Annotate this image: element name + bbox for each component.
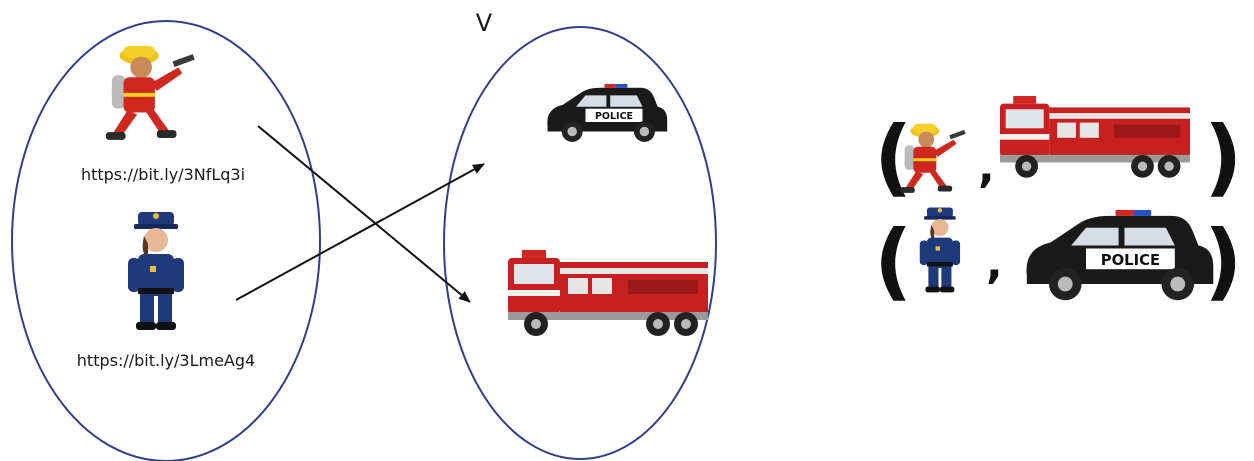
close-paren: ) <box>1204 108 1242 206</box>
set-label: V <box>476 9 493 37</box>
arrow-officer-to-police-car <box>235 163 485 301</box>
close-paren: ) <box>1204 212 1242 310</box>
pair-fire-truck-icon <box>1000 96 1190 178</box>
pair-separator: , <box>978 142 995 193</box>
fire-truck-icon <box>508 250 708 336</box>
pair-police-officer-icon <box>919 207 961 293</box>
codomain-set-ellipse <box>443 26 717 460</box>
police-officer-icon <box>128 212 184 330</box>
firefighter-icon <box>105 45 195 140</box>
open-paren: ( <box>874 212 912 310</box>
police-car-icon <box>547 84 668 142</box>
pair-officer-police-car: ( , ) <box>874 207 1242 310</box>
arrow-firefighter-to-fire-truck <box>257 125 471 303</box>
pair-separator: , <box>986 238 1003 289</box>
police-officer-url: https://bit.ly/3LmeAg4 <box>77 351 255 370</box>
pair-firefighter-fire-truck: ( , ) <box>874 96 1242 206</box>
firefighter-url: https://bit.ly/3NfLq3i <box>81 165 245 184</box>
pair-police-car-icon <box>1026 210 1214 301</box>
domain-set-ellipse <box>11 20 321 461</box>
